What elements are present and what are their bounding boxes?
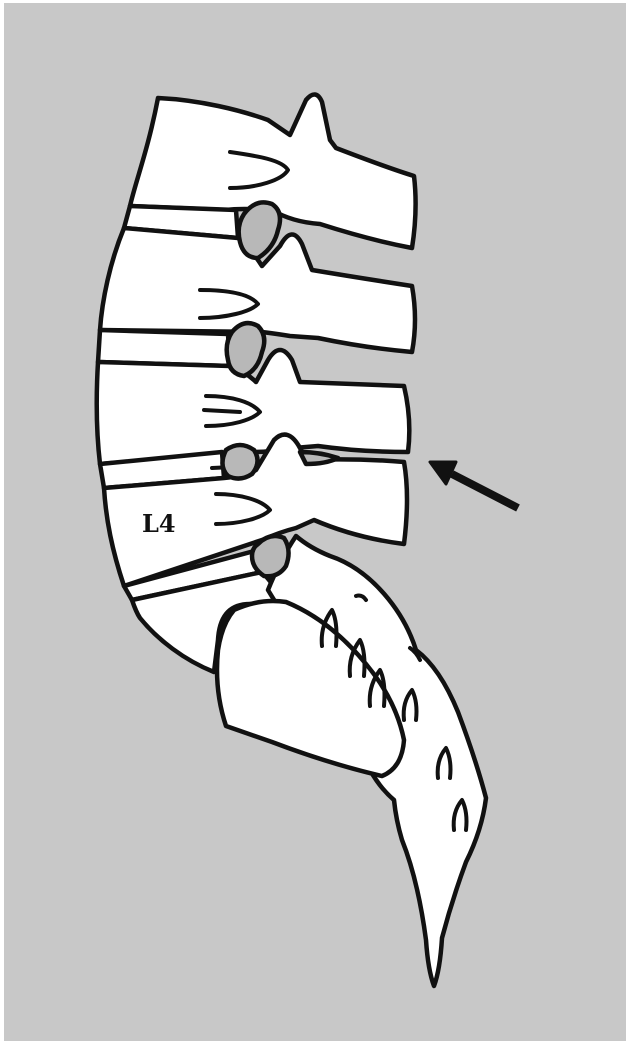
vertebra-label-l4: L4: [142, 509, 176, 538]
